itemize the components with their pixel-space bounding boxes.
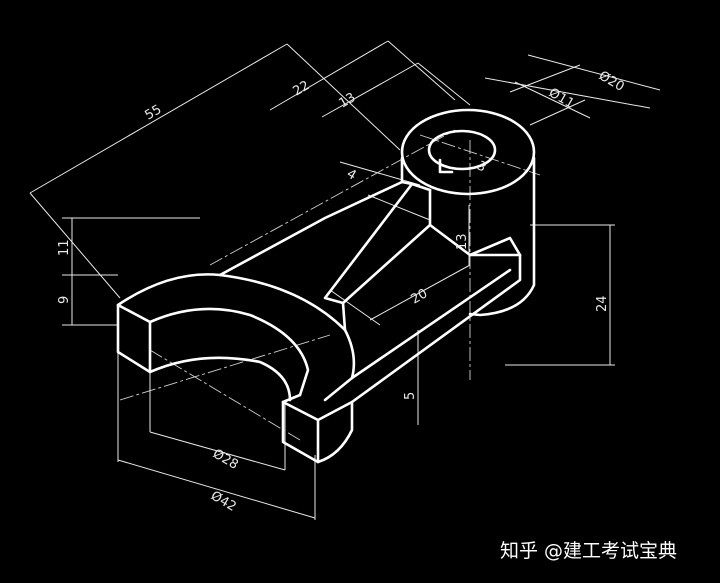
- dim-dia-42: Ø42: [208, 488, 239, 514]
- dim-20: 20: [409, 286, 431, 307]
- dim-55: 55: [143, 102, 165, 123]
- dimension-lines: [29, 40, 661, 520]
- dim-24: 24: [595, 295, 610, 312]
- part-outline: [116, 108, 536, 464]
- dim-11-left: 11: [57, 239, 72, 256]
- dim-13-side: 13: [455, 233, 470, 250]
- dim-dia-11: Ø11: [546, 85, 577, 111]
- dim-22: 22: [291, 78, 313, 99]
- watermark-text: 知乎 @建工考试宝典: [500, 540, 677, 562]
- dim-3: 3: [474, 158, 489, 175]
- dim-9: 9: [57, 296, 72, 304]
- dim-dia-20: Ø20: [596, 68, 627, 94]
- dim-13-top: 13: [337, 90, 359, 111]
- center-lines: [119, 129, 541, 441]
- dim-4: 4: [344, 166, 359, 183]
- dim-5: 5: [403, 392, 418, 400]
- bore-ellipse: [427, 129, 497, 171]
- dim-dia-28: Ø28: [210, 446, 241, 472]
- boss-top-ellipse: [400, 108, 536, 196]
